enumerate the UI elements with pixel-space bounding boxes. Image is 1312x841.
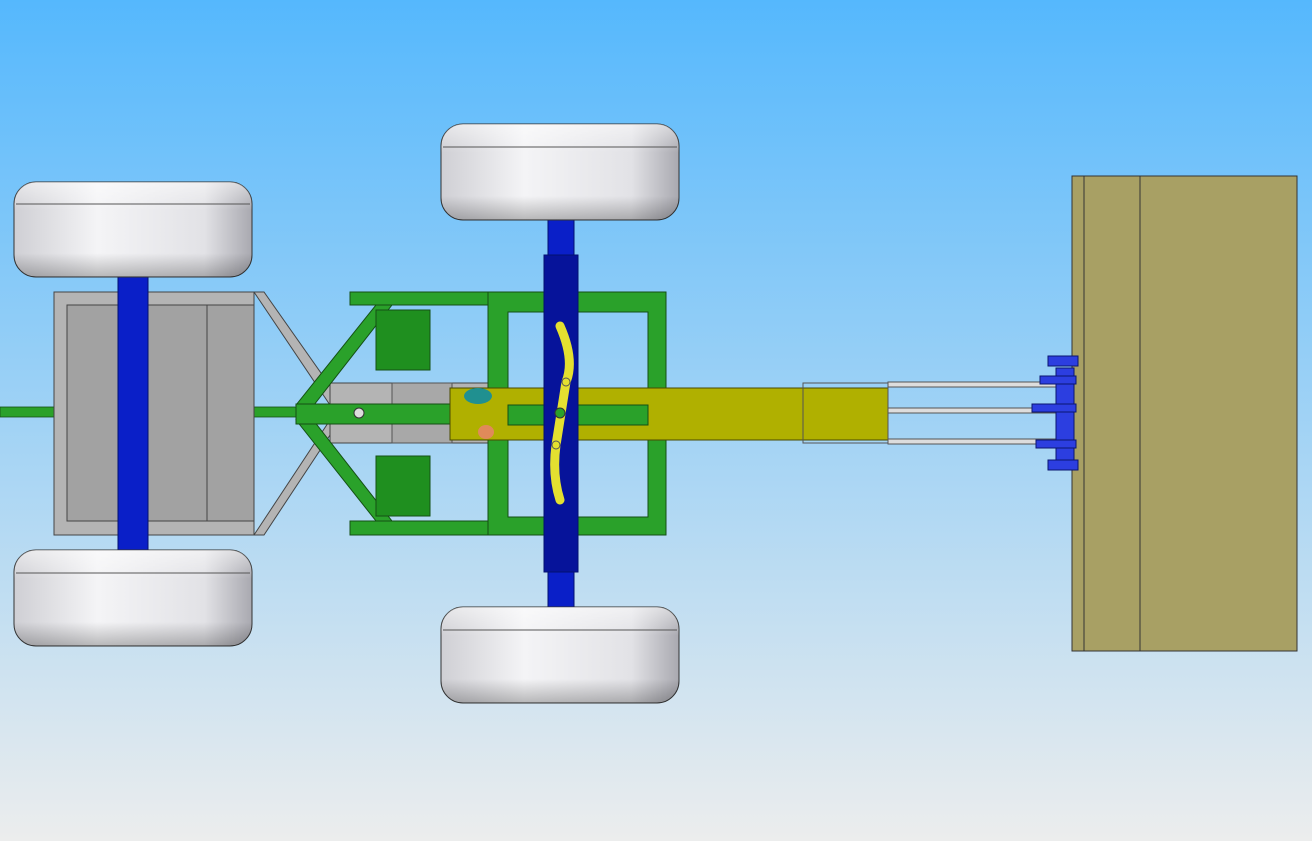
rear-axle: [117, 276, 149, 551]
wheel-front-left: [440, 123, 680, 221]
pivot-pin: [353, 407, 365, 419]
link-pivot: [554, 407, 566, 419]
wheel-front-right: [440, 606, 680, 704]
link-joint: [551, 440, 561, 450]
hydraulic-fitting-orange: [478, 425, 494, 439]
wheel-rear-right: [13, 549, 253, 647]
blade: [1071, 175, 1298, 652]
blade-bracket: [1031, 355, 1079, 471]
wheel-rear-left: [13, 181, 253, 278]
hydraulic-fitting-teal: [464, 388, 492, 404]
link-joint: [561, 377, 571, 387]
